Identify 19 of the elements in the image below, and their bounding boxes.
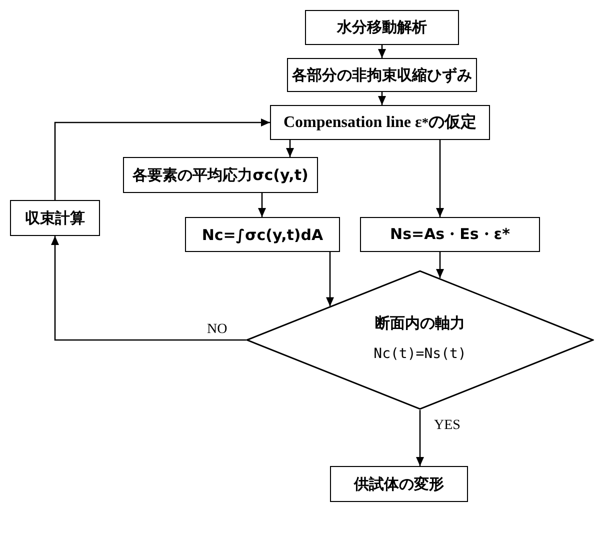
decision-title: 断面内の軸力 (374, 314, 466, 333)
decision-condition: Nc(t)=Ns(t) (372, 346, 468, 362)
arrow (51, 236, 246, 341)
process-box: 各要素の平均応力σc(y,t) (123, 157, 318, 193)
process-box: 収束計算 (10, 200, 100, 236)
process-box: Ns=As・Es・ε* (360, 217, 540, 252)
process-box: 各部分の非拘束収縮ひずみ (287, 58, 477, 92)
arrow (436, 140, 444, 217)
process-box: Nc=∫σc(y,t)dA (185, 217, 340, 252)
arrow (54, 118, 270, 200)
arrow (378, 45, 386, 58)
arrow (416, 410, 424, 466)
arrow (326, 252, 334, 306)
arrow (258, 193, 266, 217)
process-box: 水分移動解析 (305, 10, 459, 45)
arrow (378, 92, 386, 105)
arrow (436, 252, 444, 278)
process-box: 供試体の変形 (330, 466, 468, 502)
arrow (286, 140, 294, 157)
